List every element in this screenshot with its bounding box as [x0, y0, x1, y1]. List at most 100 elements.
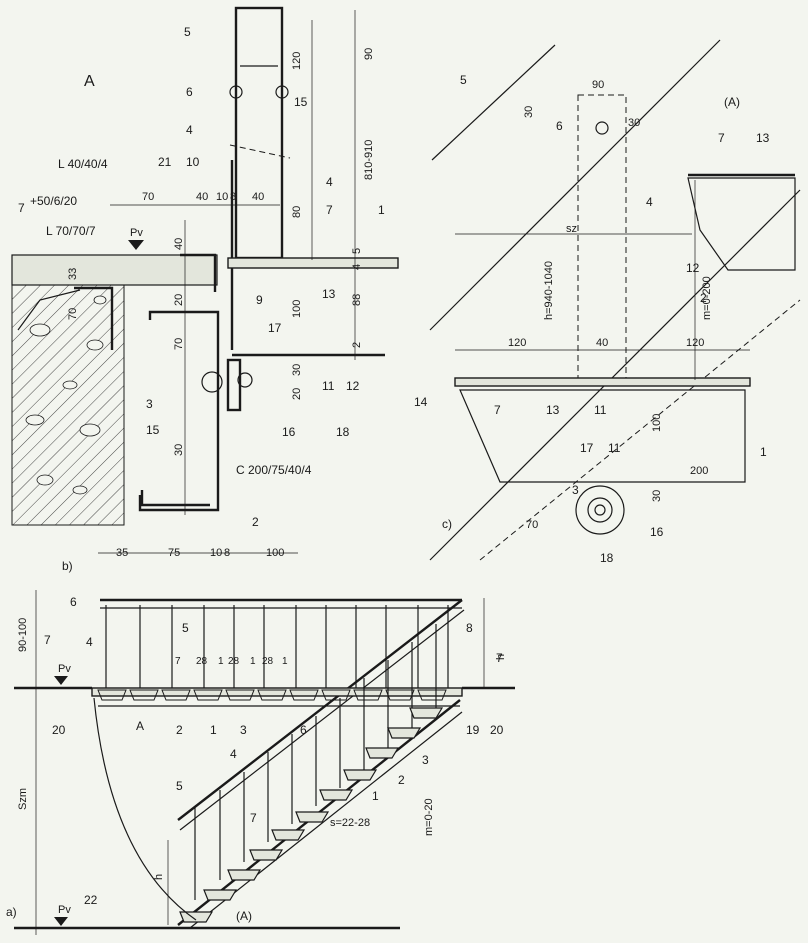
dim: 88 [351, 294, 363, 306]
dim: 100 [266, 547, 284, 559]
callout: 6 [556, 119, 563, 133]
angle-l40 [180, 253, 217, 292]
dim: 120 [686, 337, 704, 349]
dim: 33 [67, 268, 79, 280]
callout: 8 [466, 621, 473, 635]
tread-dim: 1 [250, 656, 256, 667]
dim: m=0-200 [701, 276, 713, 320]
callout: 4 [230, 747, 237, 761]
dim: 100 [651, 414, 663, 432]
level-mark-lower: Pv [58, 904, 71, 916]
pin-outer [575, 485, 625, 535]
bolt-c6 [595, 121, 609, 135]
dim: 10 [216, 191, 228, 203]
dim: 120 [291, 52, 303, 70]
bolt-15 [275, 85, 289, 99]
dim: sz [566, 223, 577, 235]
panel-c-section-detail: (A) c) 5 6 4 7 13 12 2 14 7 13 11 11 1 3… [414, 39, 801, 565]
callout: 4 [646, 195, 653, 209]
callout: 2 [252, 515, 259, 529]
caption-c: c) [442, 517, 452, 531]
tread-dim: 7 [175, 656, 181, 667]
stair-handrail [177, 599, 463, 821]
callout: 15 [146, 423, 160, 437]
callout: 19 [466, 723, 480, 737]
stair-treads [179, 707, 444, 923]
post-axis [229, 144, 291, 159]
dim: s=22-28 [330, 817, 370, 829]
dim: 40 [196, 191, 208, 203]
callout: 13 [322, 287, 336, 301]
callout: 11 [608, 441, 621, 455]
dim: h=940-1040 [543, 261, 555, 320]
wall-anchor [17, 289, 81, 331]
callout: 15 [294, 95, 308, 109]
dim: 810-910 [363, 140, 375, 180]
callout: 7 [496, 651, 503, 665]
profile-l40: L 40/40/4 [58, 157, 108, 171]
callout: 6 [186, 85, 193, 99]
washer-stack [226, 358, 242, 412]
dim: 90-100 [17, 618, 29, 652]
dim: 20 [291, 388, 303, 400]
callout: 2 [398, 773, 405, 787]
dim: 40 [252, 191, 264, 203]
callout: 3 [146, 397, 153, 411]
stair-balusters [194, 624, 437, 900]
dim: Szm [17, 788, 29, 810]
stringer-lower [429, 189, 801, 561]
dim: 30 [291, 364, 303, 376]
tread-upper [687, 177, 796, 271]
callout: 13 [756, 131, 770, 145]
profile-flat: +50/6/20 [30, 194, 77, 208]
tread-plate [454, 377, 751, 387]
tread-dim: 1 [218, 656, 224, 667]
dim: 70 [67, 308, 79, 320]
callout: 18 [336, 425, 350, 439]
callout: 14 [414, 395, 428, 409]
landing-balusters [105, 605, 449, 688]
dim: 30 [523, 106, 535, 118]
level-mark-b: Pv [130, 227, 143, 239]
callout: 20 [52, 723, 66, 737]
callout: 21 [158, 155, 172, 169]
bolt-6 [229, 85, 243, 99]
tread-dim: 1 [282, 656, 288, 667]
section-mark-a: A [136, 719, 144, 733]
nut-17 [237, 372, 253, 388]
view-mark-a: A [84, 73, 95, 90]
callout: 1 [760, 445, 767, 459]
dim: 70 [142, 191, 154, 203]
level-triangle-lower [54, 917, 68, 926]
dim: 200 [690, 465, 708, 477]
dim: 40 [596, 337, 608, 349]
dim: 8 [224, 547, 230, 559]
callout: 1 [372, 789, 379, 803]
dim: 8 [230, 191, 236, 203]
tread-dim: 28 [262, 656, 274, 667]
callout: 17 [268, 321, 282, 335]
callout: 5 [176, 779, 183, 793]
level-triangle-upper [54, 676, 68, 685]
baluster-post [234, 6, 284, 260]
callout: 7 [18, 201, 25, 215]
callout: 4 [86, 635, 93, 649]
callout: 22 [84, 893, 98, 907]
landing-tread-boxes [97, 689, 447, 701]
caption-b: b) [62, 559, 73, 573]
dim: 70 [526, 519, 538, 531]
dim: 30 [173, 444, 185, 456]
dim: 90 [592, 79, 604, 91]
panel-a-stair-elevation: a) Pv Pv A (A) 6 5 8 4 7 7 2 1 3 6 4 5 7… [6, 590, 515, 935]
callout: 5 [460, 73, 467, 87]
caption-a: a) [6, 905, 17, 919]
callout: 17 [580, 441, 594, 455]
dim: 75 [168, 547, 180, 559]
callout: 12 [686, 261, 700, 275]
profile-c200: C 200/75/40/4 [236, 463, 312, 477]
callout: 3 [422, 753, 429, 767]
dim: 120 [508, 337, 526, 349]
dim: 80 [291, 206, 303, 218]
tread-dim: 28 [196, 656, 208, 667]
